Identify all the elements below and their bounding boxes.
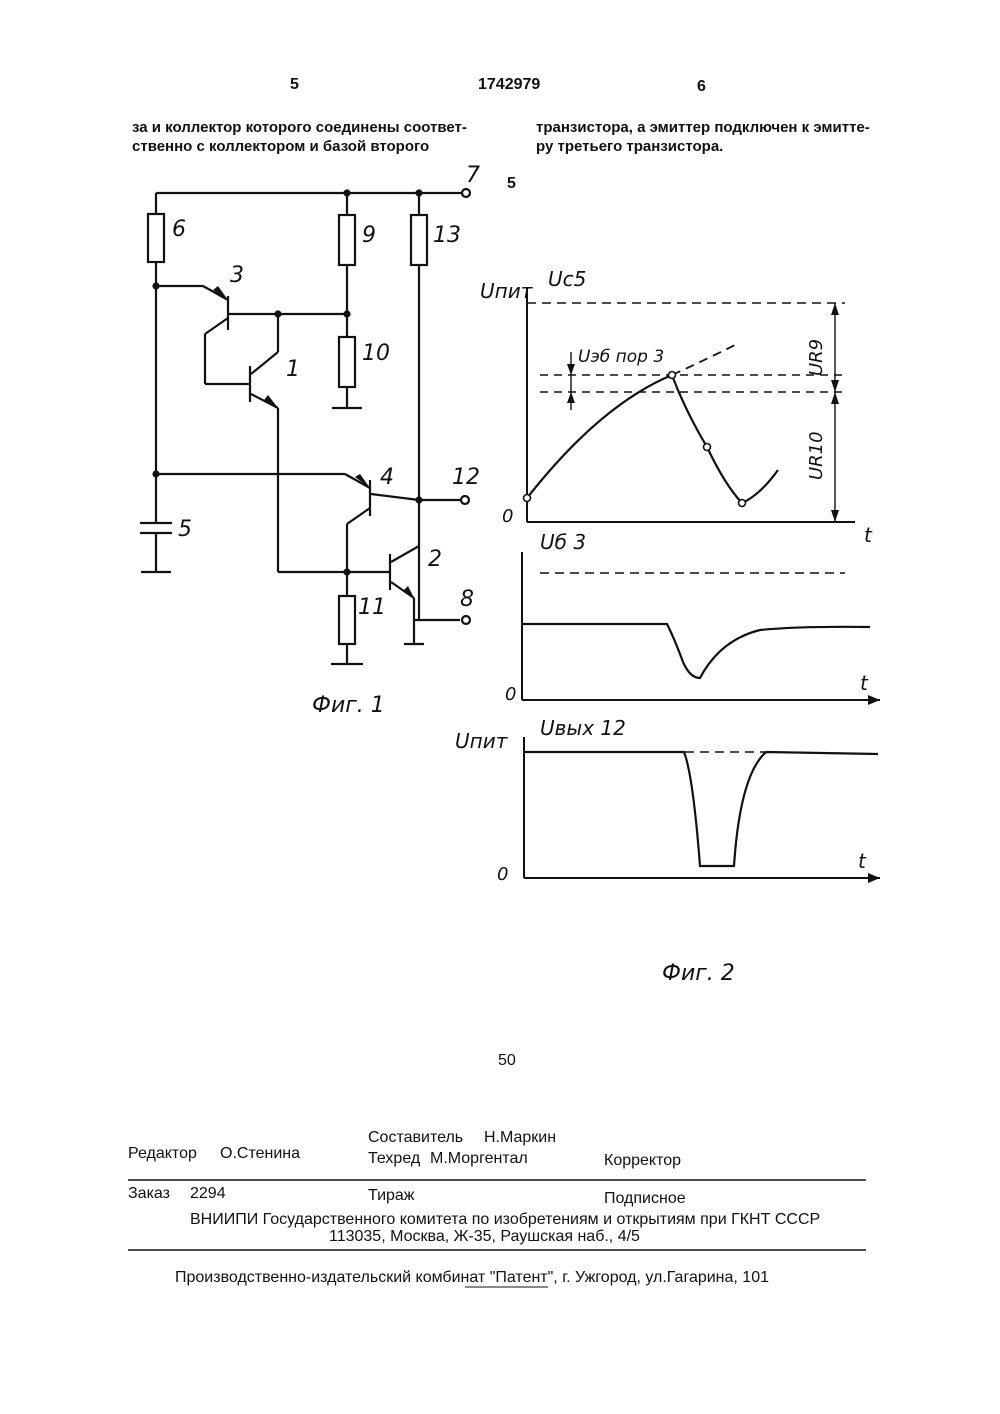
graph3-zero: 0 — [497, 864, 508, 885]
figure1-caption: Фиг. 1 — [312, 693, 385, 718]
order-label: Заказ — [128, 1185, 170, 1203]
graph2-title: Uб 3 — [540, 530, 586, 554]
graph1-title: Uc5 — [548, 267, 586, 291]
label-1: 1 — [286, 357, 300, 382]
techred-name: М.Моргентал — [430, 1150, 528, 1168]
graph1-ur10: UR10 — [806, 431, 827, 480]
graph1-zero: 0 — [502, 506, 513, 527]
graph1-threshold: Uэб пор 3 — [578, 347, 664, 367]
label-12: 12 — [452, 465, 480, 490]
label-10: 10 — [362, 341, 390, 366]
editor-label: Редактор — [128, 1145, 197, 1163]
address-line: 113035, Москва, Ж-35, Раушская наб., 4/5 — [329, 1228, 640, 1246]
compiler-label: Составитель — [368, 1129, 463, 1147]
label-8: 8 — [460, 587, 474, 612]
graph2-t: t — [860, 671, 869, 695]
graph3-t: t — [858, 849, 867, 873]
circulation-label: Тираж — [368, 1187, 415, 1205]
graph1-t: t — [864, 523, 873, 547]
graph1-ur9: UR9 — [806, 339, 827, 376]
order-number: 2294 — [190, 1185, 226, 1203]
graph1-y-label: Uпит — [480, 279, 534, 303]
label-2: 2 — [428, 547, 442, 572]
label-4: 4 — [380, 465, 394, 490]
printer-line: Производственно-издательский комбинат "П… — [175, 1269, 769, 1287]
techred-label: Техред — [368, 1150, 420, 1168]
org-line: ВНИИПИ Государственного комитета по изоб… — [190, 1211, 820, 1229]
subscription-label: Подписное — [604, 1190, 686, 1208]
figure2-caption: Фиг. 2 — [662, 961, 735, 986]
corrector-label: Корректор — [604, 1152, 681, 1170]
graph3-y-label: Uпит — [455, 729, 509, 753]
label-13: 13 — [433, 223, 461, 248]
line-number-50: 50 — [498, 1052, 516, 1070]
graph2-zero: 0 — [505, 684, 516, 705]
label-6: 6 — [172, 217, 186, 242]
compiler-name: Н.Маркин — [484, 1129, 556, 1147]
label-7: 7 — [466, 163, 480, 188]
label-3: 3 — [230, 263, 244, 288]
label-5: 5 — [178, 517, 192, 542]
label-9: 9 — [362, 223, 376, 248]
editor-name: О.Стенина — [220, 1145, 300, 1163]
label-11: 11 — [358, 595, 386, 620]
graph3-title: Uвых 12 — [540, 716, 626, 740]
